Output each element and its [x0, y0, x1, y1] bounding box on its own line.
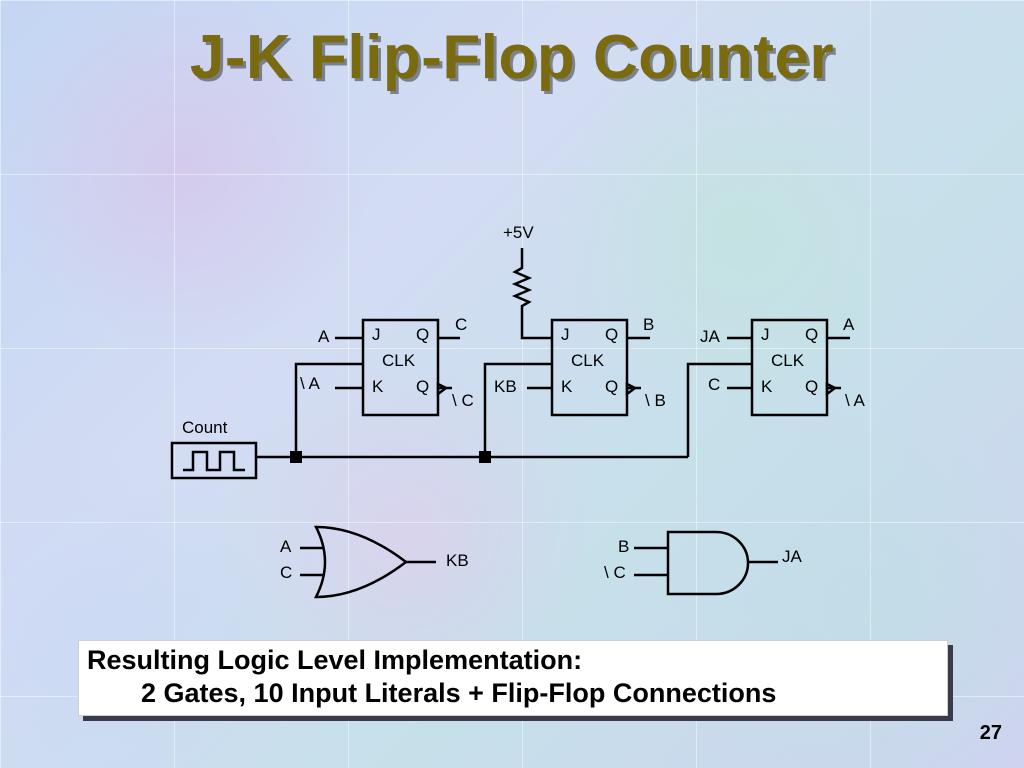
ff1-pin-q: Q: [416, 325, 429, 344]
ff2-pin-j: J: [561, 325, 570, 344]
flip-flop-2: J Q CLK K Q KB B \ B: [494, 315, 666, 417]
clock-bus: [256, 362, 752, 463]
result-line-1: Resulting Logic Level Implementation:: [87, 645, 583, 675]
slide-title: J-K Flip-Flop Counter: [189, 23, 835, 92]
ff3-qbar-output: \ A: [845, 391, 866, 410]
or-gate-input-a: A: [280, 537, 292, 556]
ff1-qbar-output: \ C: [452, 391, 474, 410]
ff3-q-output: A: [843, 315, 855, 334]
ff3-pin-j: J: [761, 325, 770, 344]
and-gate-input-not-c: \ C: [604, 563, 626, 582]
pull-up-resistor: [511, 248, 552, 340]
ff2-qbar-output: \ B: [645, 391, 666, 410]
ff3-k-input: C: [708, 375, 720, 394]
ff1-pin-qbar: Q: [416, 377, 429, 396]
flip-flop-1-body: [361, 318, 440, 417]
ff1-pin-clk: CLK: [382, 351, 416, 370]
ff3-j-input: JA: [700, 327, 721, 346]
ff1-k-input: \ A: [300, 374, 321, 393]
ff3-pin-qbar: Q: [805, 377, 818, 396]
or-gate-output: KB: [446, 551, 469, 570]
result-line-2: 2 Gates, 10 Input Literals + Flip-Flop C…: [141, 678, 777, 708]
ff1-j-input: A: [318, 327, 330, 346]
and-gate-output: JA: [782, 547, 803, 566]
ff2-pin-q: Q: [605, 325, 618, 344]
flip-flop-3: J Q CLK K Q JA C A \ A: [700, 315, 866, 417]
page-number: 27: [979, 722, 1002, 744]
result-summary-box: Resulting Logic Level Implementation: 2 …: [78, 640, 948, 716]
and-gate: B \ C JA: [604, 530, 803, 596]
flip-flop-3-body: [750, 318, 829, 417]
ff2-k-input: KB: [494, 377, 517, 396]
flip-flop-2-body: [550, 318, 629, 417]
ff1-pin-k: K: [372, 377, 384, 396]
and-gate-input-b: B: [618, 537, 629, 556]
ff3-pin-q: Q: [805, 325, 818, 344]
supply-label: +5V: [503, 223, 534, 242]
or-gate: A C KB: [280, 525, 469, 599]
clock-source: [170, 441, 258, 480]
flip-flop-1: J Q CLK K Q A \ A C \ C: [300, 315, 474, 417]
clock-junction-1: [290, 451, 302, 463]
ff3-pin-k: K: [761, 377, 773, 396]
ff1-pin-j: J: [372, 325, 381, 344]
ff2-pin-k: K: [561, 377, 573, 396]
ff2-pin-qbar: Q: [605, 377, 618, 396]
ff2-pin-clk: CLK: [571, 351, 605, 370]
clock-junction-2: [479, 451, 491, 463]
or-gate-input-c: C: [280, 563, 292, 582]
ff1-q-output: C: [455, 315, 467, 334]
ff2-q-output: B: [643, 315, 654, 334]
ff3-pin-clk: CLK: [771, 351, 805, 370]
clock-label: Count: [182, 418, 228, 437]
